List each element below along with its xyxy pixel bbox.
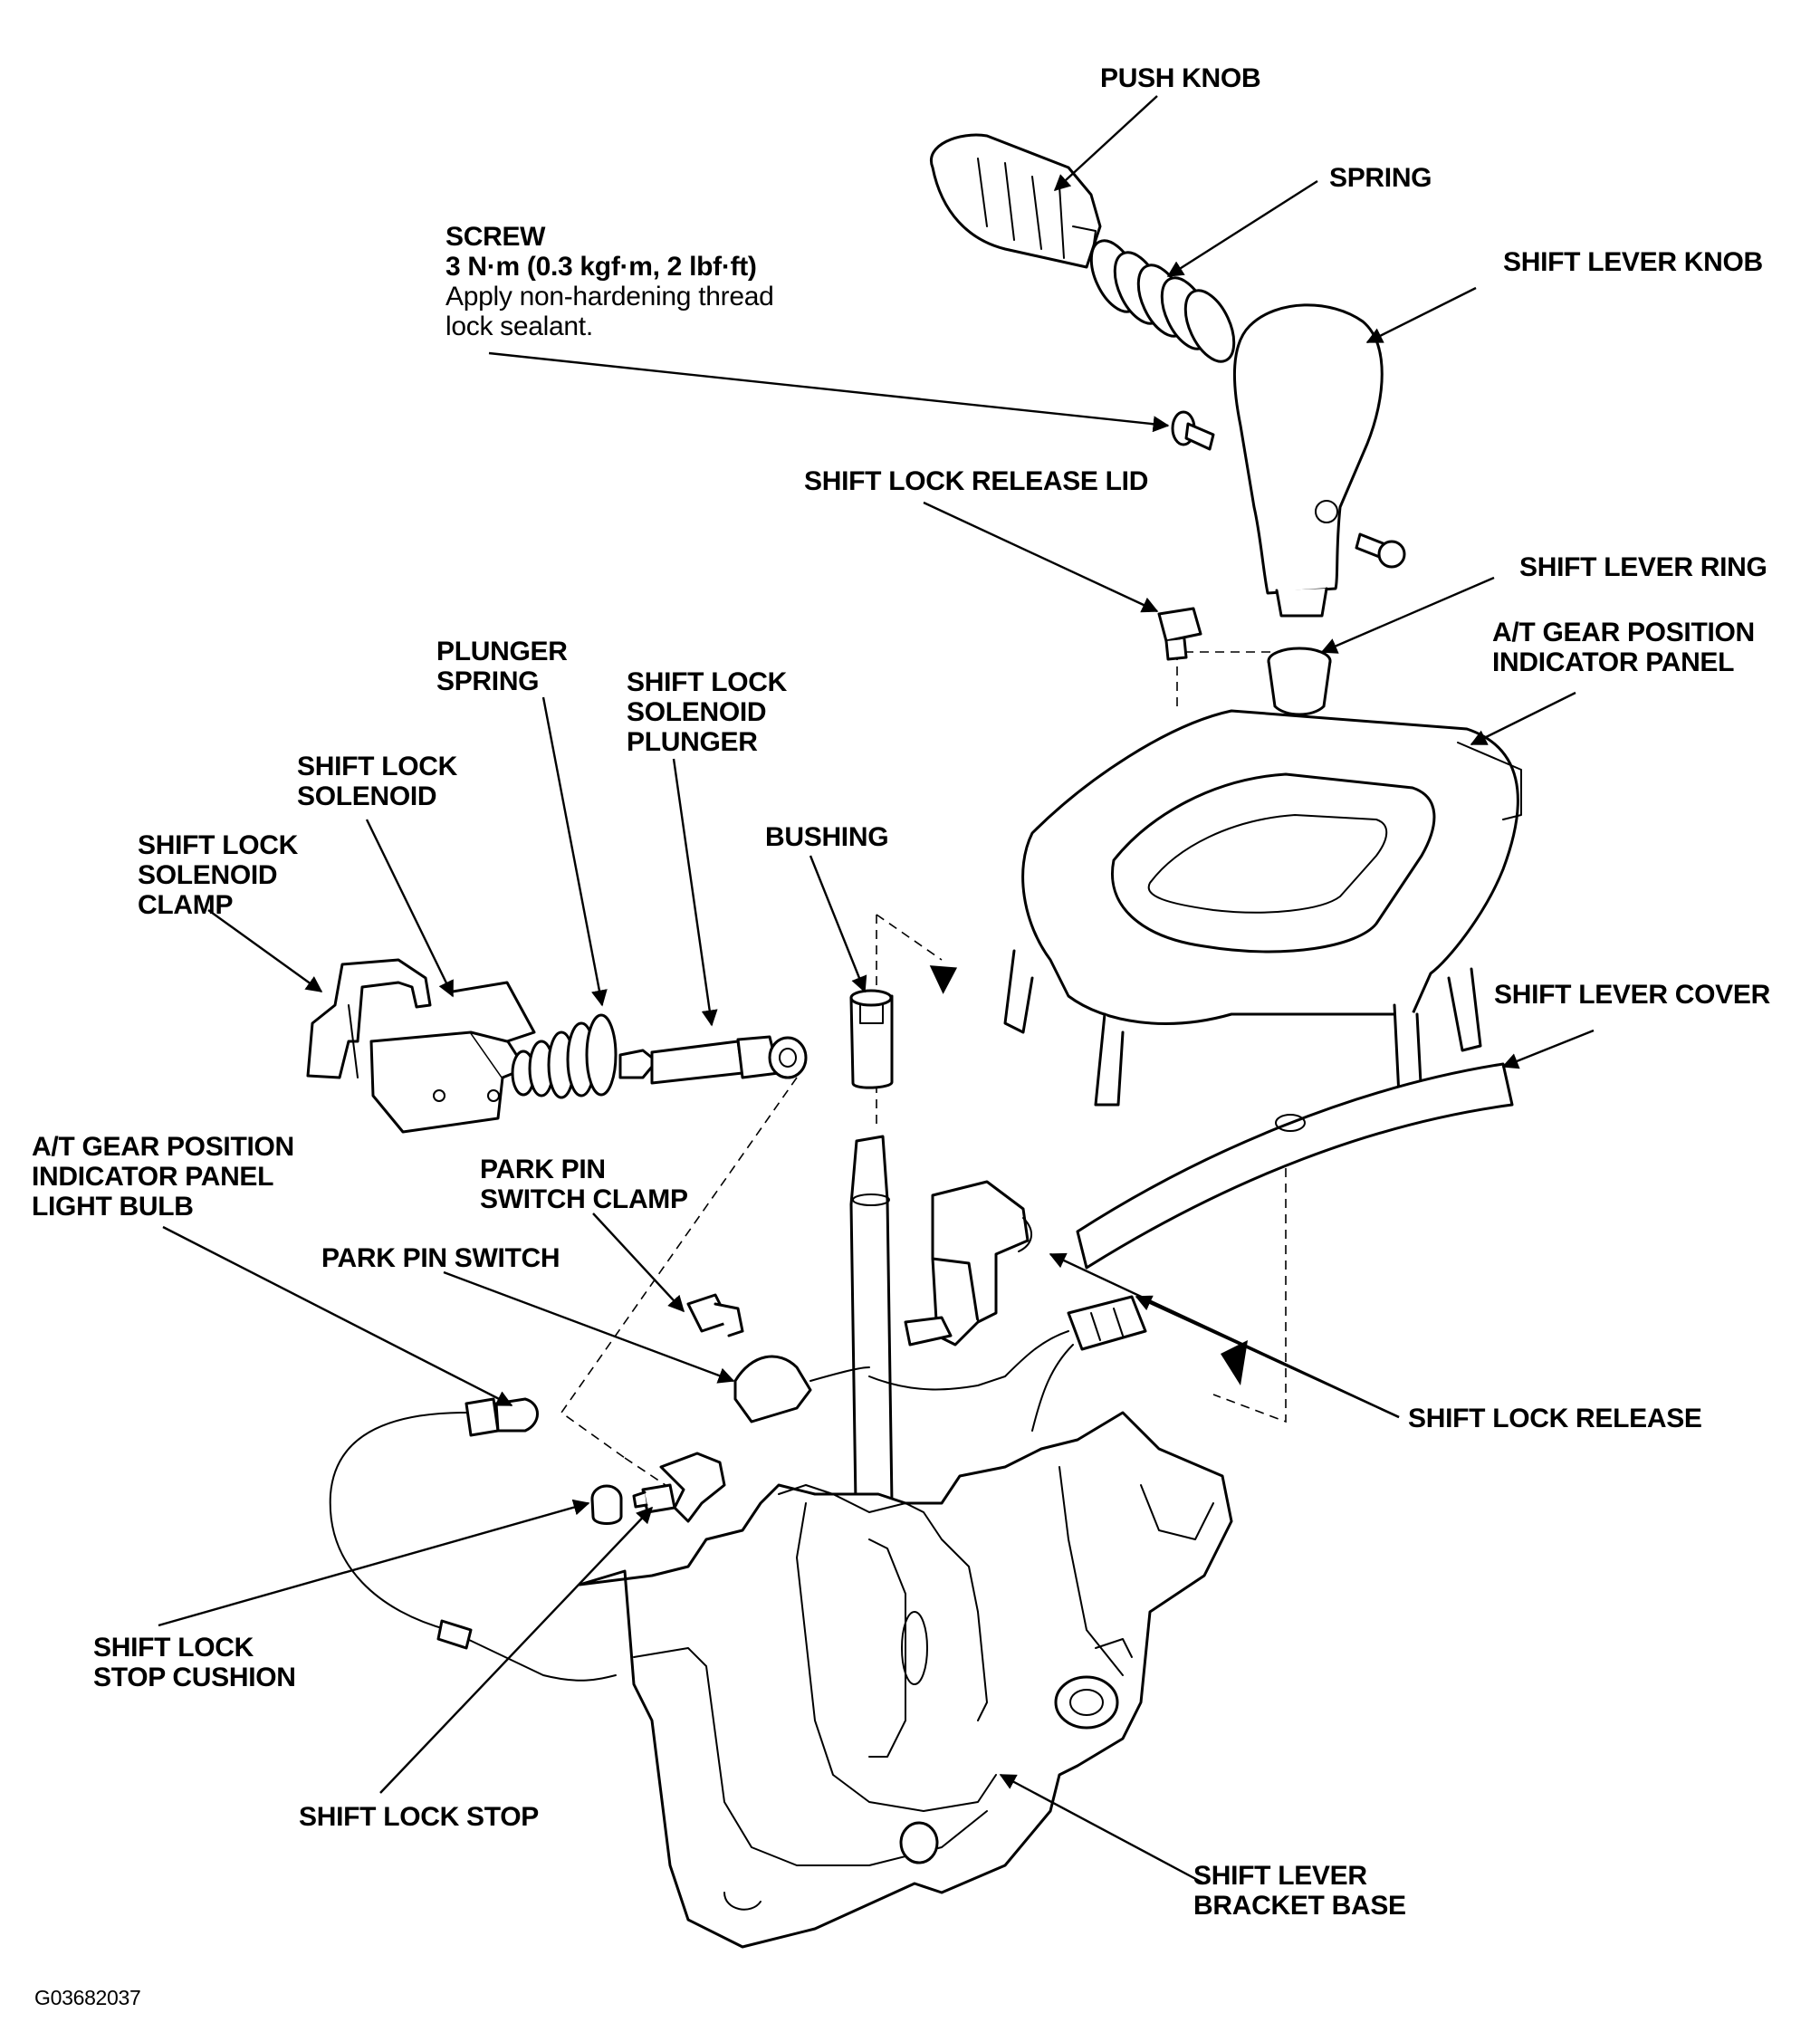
- shift-lock-release-part: [904, 1180, 1032, 1347]
- label-park-pin-switch-clamp: PARK PIN SWITCH CLAMP: [480, 1155, 688, 1214]
- shift-lock-release-lid-part: [1157, 607, 1202, 661]
- label-push-knob: PUSH KNOB: [1100, 63, 1261, 93]
- label-shift-lever-ring: SHIFT LEVER RING: [1519, 552, 1767, 582]
- screw-note-1: Apply non-hardening thread: [445, 282, 774, 312]
- label-shift-lever-cover: SHIFT LEVER COVER: [1494, 980, 1770, 1010]
- solenoid-plunger-line-2: SOLENOID: [627, 697, 767, 727]
- push-knob-part: [929, 133, 1102, 269]
- stop-cushion-line-2: STOP CUSHION: [93, 1663, 296, 1692]
- leader-lines: [158, 95, 1595, 1885]
- solenoid-clamp-line-3: CLAMP: [138, 890, 234, 920]
- spring-part: [1089, 239, 1236, 363]
- bushing-part: [849, 989, 894, 1089]
- figure-id: G03682037: [34, 1986, 141, 2009]
- shift-lock-solenoid-part: [369, 981, 536, 1134]
- stop-cushion-line-1: SHIFT LOCK: [93, 1633, 254, 1663]
- light-bulb-line-3: LIGHT BULB: [32, 1192, 194, 1222]
- park-pin-clamp-line-1: PARK PIN: [480, 1155, 606, 1184]
- solenoid-line-1: SHIFT LOCK: [297, 752, 457, 781]
- harness-connector-part: [868, 1295, 1147, 1432]
- park-pin-switch-part: [733, 1355, 870, 1423]
- indicator-panel-line-2: INDICATOR PANEL: [1492, 647, 1735, 677]
- screw-title: SCREW: [445, 222, 546, 252]
- label-light-bulb: A/T GEAR POSITION INDICATOR PANEL LIGHT …: [32, 1132, 294, 1222]
- knob-screw-part: [1355, 532, 1406, 569]
- shift-lever-rod-part: [849, 1135, 894, 1505]
- screw-part: [1171, 410, 1215, 451]
- label-shift-lock-release-lid: SHIFT LOCK RELEASE LID: [804, 466, 1149, 496]
- shift-lever-knob-part: [1233, 303, 1384, 618]
- label-bracket-base: SHIFT LEVER BRACKET BASE: [1193, 1861, 1406, 1921]
- indicator-panel-part: [1003, 709, 1522, 1107]
- plunger-spring-line-1: PLUNGER: [436, 637, 568, 666]
- solenoid-plunger-part: [618, 1035, 808, 1085]
- label-solenoid-plunger: SHIFT LOCK SOLENOID PLUNGER: [627, 667, 787, 757]
- shift-lever-cover-part: [1076, 1062, 1514, 1270]
- label-park-pin-switch: PARK PIN SWITCH: [321, 1243, 560, 1273]
- solenoid-clamp-line-2: SOLENOID: [138, 860, 278, 890]
- light-bulb-part: [329, 1397, 617, 1682]
- shift-lever-ring-part: [1267, 647, 1332, 716]
- plunger-spring-line-2: SPRING: [436, 666, 540, 696]
- label-shift-lock-release: SHIFT LOCK RELEASE: [1408, 1404, 1702, 1433]
- assembly-arrows: [929, 965, 1248, 1385]
- bracket-base-line-2: BRACKET BASE: [1193, 1891, 1406, 1921]
- shift-lock-stop-part: [632, 1452, 726, 1523]
- indicator-panel-line-1: A/T GEAR POSITION: [1492, 618, 1755, 647]
- bracket-base-part: [578, 1411, 1233, 1949]
- label-spring: SPRING: [1329, 163, 1432, 193]
- screw-note-2: lock sealant.: [445, 312, 593, 341]
- solenoid-clamp-line-1: SHIFT LOCK: [138, 830, 298, 860]
- light-bulb-line-2: INDICATOR PANEL: [32, 1162, 274, 1192]
- light-bulb-line-1: A/T GEAR POSITION: [32, 1132, 294, 1162]
- label-screw: SCREW 3 N·m (0.3 kgf·m, 2 lbf·ft) Apply …: [445, 222, 774, 341]
- screw-torque: 3 N·m (0.3 kgf·m, 2 lbf·ft): [445, 252, 757, 282]
- label-bushing: BUSHING: [765, 822, 889, 852]
- solenoid-plunger-line-3: PLUNGER: [627, 727, 758, 757]
- park-pin-switch-clamp-part: [686, 1293, 744, 1337]
- solenoid-line-2: SOLENOID: [297, 781, 437, 811]
- label-shift-lever-knob: SHIFT LEVER KNOB: [1503, 247, 1763, 277]
- solenoid-plunger-line-1: SHIFT LOCK: [627, 667, 787, 697]
- label-solenoid-clamp: SHIFT LOCK SOLENOID CLAMP: [138, 830, 298, 920]
- label-shift-lock-stop: SHIFT LOCK STOP: [299, 1802, 539, 1832]
- plunger-spring-part: [511, 1013, 618, 1099]
- label-indicator-panel: A/T GEAR POSITION INDICATOR PANEL: [1492, 618, 1755, 677]
- park-pin-clamp-line-2: SWITCH CLAMP: [480, 1184, 688, 1214]
- label-stop-cushion: SHIFT LOCK STOP CUSHION: [93, 1633, 296, 1692]
- label-plunger-spring: PLUNGER SPRING: [436, 637, 568, 696]
- label-shift-lock-solenoid: SHIFT LOCK SOLENOID: [297, 752, 457, 811]
- stop-cushion-part: [590, 1484, 623, 1525]
- bracket-base-line-1: SHIFT LEVER: [1193, 1861, 1367, 1891]
